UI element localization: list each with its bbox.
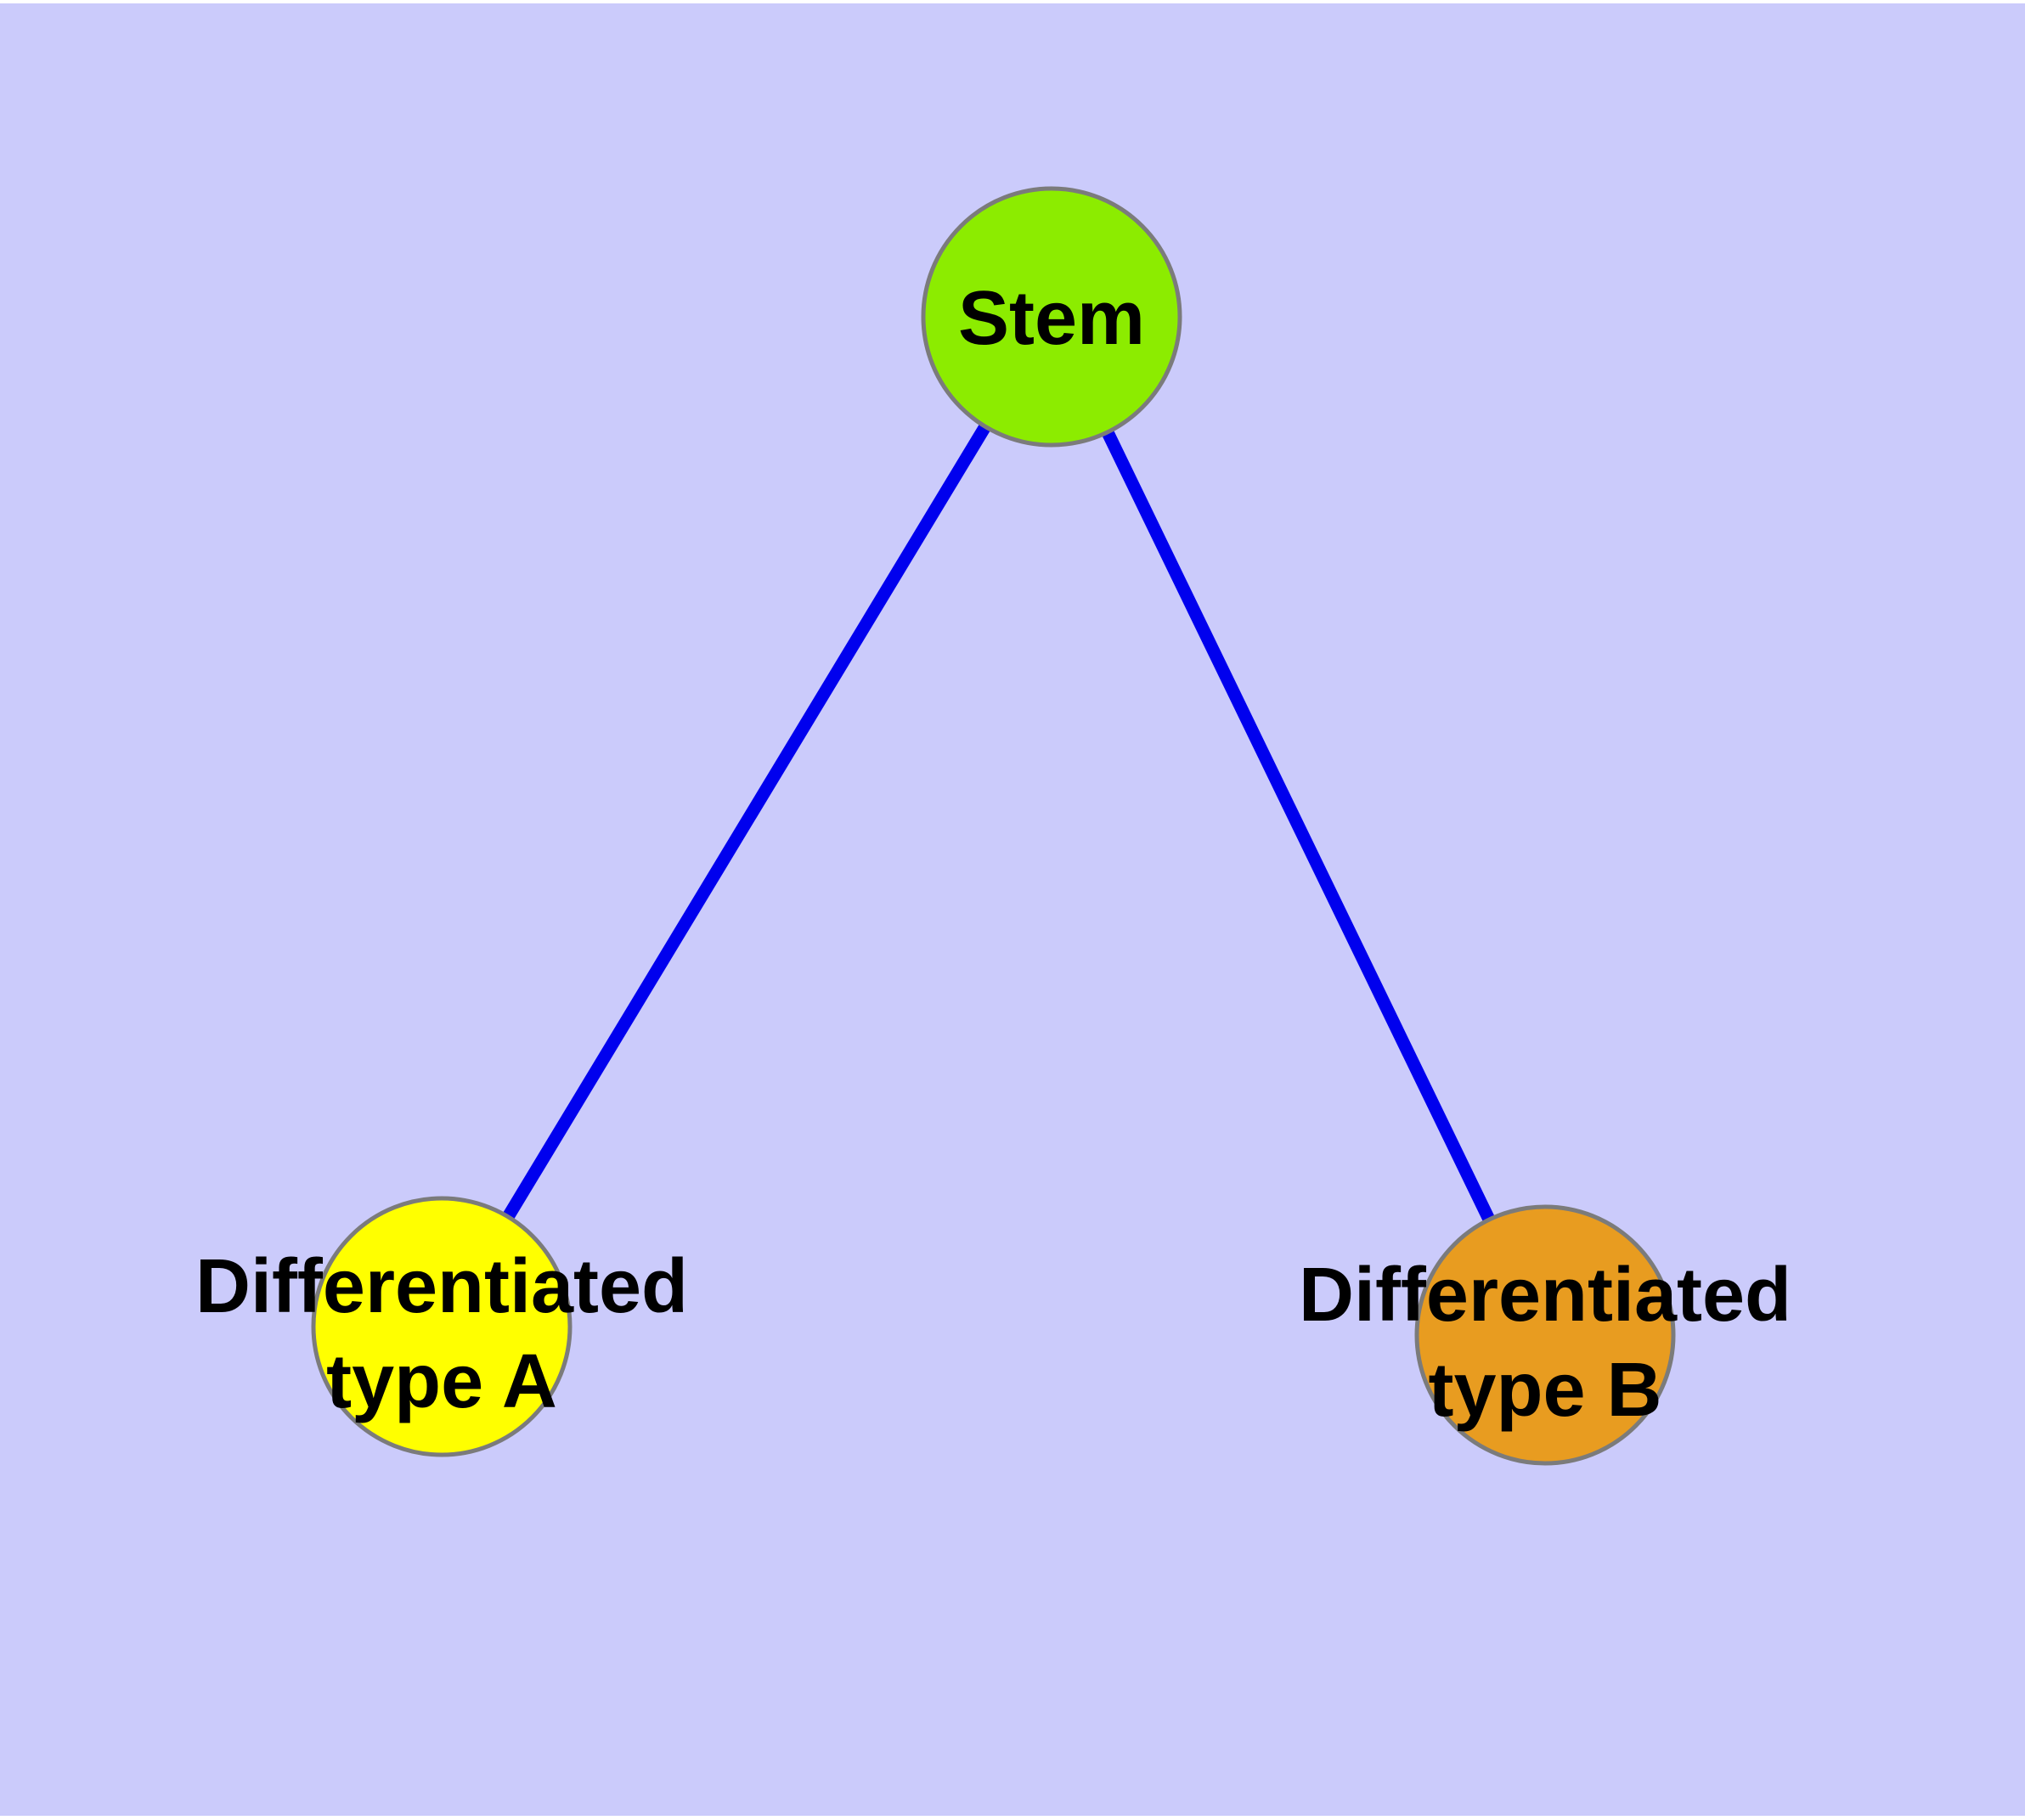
edge-stem-to-diff-a: [436, 313, 1058, 1330]
node-circle-stem: [921, 186, 1182, 448]
node-label-stem: Stem: [958, 276, 1145, 361]
edge-stem-to-diff-b: [1046, 313, 1551, 1338]
node-circle-diff-b: [1414, 1204, 1676, 1466]
node-circle-diff-a: [311, 1196, 573, 1457]
top-margin-strip: [0, 0, 2025, 3]
